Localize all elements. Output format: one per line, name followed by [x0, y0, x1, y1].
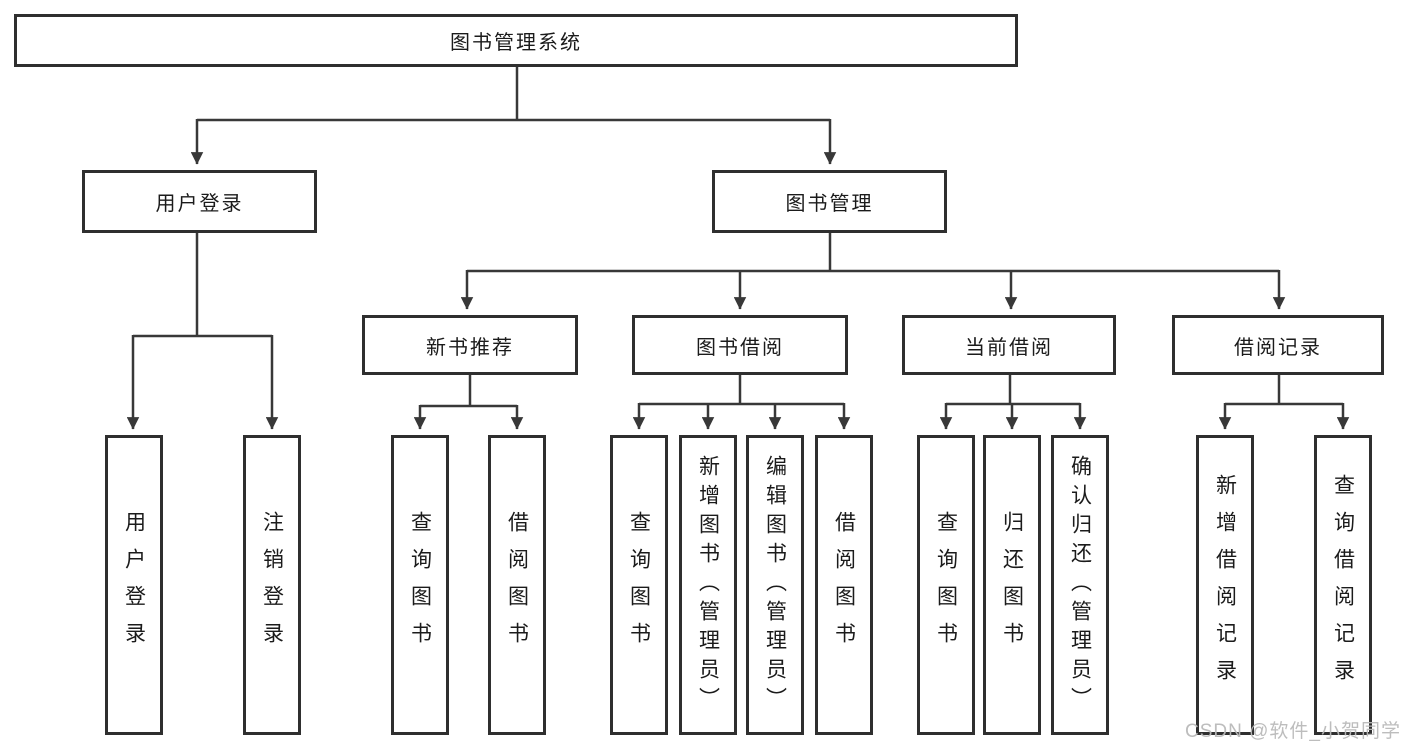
leaf-user-login: 用户登录	[105, 435, 163, 735]
leaf-label: 新增借阅记录	[1213, 474, 1237, 696]
node-label: 新书推荐	[426, 336, 514, 359]
leaf-borrow-book: 借阅图书	[488, 435, 546, 735]
node-label: 借阅记录	[1234, 336, 1322, 359]
leaf-label: 用户登录	[122, 511, 146, 659]
leaf-add-book-admin: 新增图书（管理员）	[679, 435, 737, 735]
leaf-query-book: 查询图书	[610, 435, 668, 735]
leaf-label: 查询图书	[627, 511, 651, 659]
leaf-edit-book-admin: 编辑图书（管理员）	[746, 435, 804, 735]
node-library-management-system: 图书管理系统	[14, 14, 1018, 67]
csdn-watermark: CSDN @软件_小贺同学	[1185, 721, 1401, 742]
leaf-borrow-book: 借阅图书	[815, 435, 873, 735]
leaf-logout: 注销登录	[243, 435, 301, 735]
leaf-label: 归还图书	[1000, 511, 1024, 659]
node-borrow-record: 借阅记录	[1172, 315, 1384, 375]
node-book-management: 图书管理	[712, 170, 947, 233]
node-label: 图书管理	[785, 193, 874, 215]
node-label: 图书借阅	[696, 336, 784, 359]
leaf-label: 查询借阅记录	[1331, 474, 1355, 696]
node-current-borrow: 当前借阅	[902, 315, 1116, 375]
leaf-label: 查询图书	[408, 511, 432, 659]
leaf-label: 注销登录	[260, 511, 284, 659]
node-label: 图书管理系统	[450, 32, 582, 54]
leaf-label: 新增图书（管理员）	[696, 454, 720, 716]
node-user-login: 用户登录	[82, 170, 317, 233]
leaf-confirm-return-admin: 确认归还（管理员）	[1051, 435, 1109, 735]
leaf-return-book: 归还图书	[983, 435, 1041, 735]
leaf-label: 确认归还（管理员）	[1068, 454, 1092, 716]
leaf-add-borrow-record: 新增借阅记录	[1196, 435, 1254, 735]
node-book-borrow: 图书借阅	[632, 315, 848, 375]
leaf-query-book: 查询图书	[917, 435, 975, 735]
leaf-query-borrow-record: 查询借阅记录	[1314, 435, 1372, 735]
leaf-label: 编辑图书（管理员）	[763, 454, 787, 716]
leaf-query-book: 查询图书	[391, 435, 449, 735]
node-label: 用户登录	[155, 193, 244, 215]
leaf-label: 借阅图书	[832, 511, 856, 659]
leaf-label: 查询图书	[934, 511, 958, 659]
leaf-label: 借阅图书	[505, 511, 529, 659]
node-new-book-recommend: 新书推荐	[362, 315, 578, 375]
node-label: 当前借阅	[965, 336, 1053, 359]
